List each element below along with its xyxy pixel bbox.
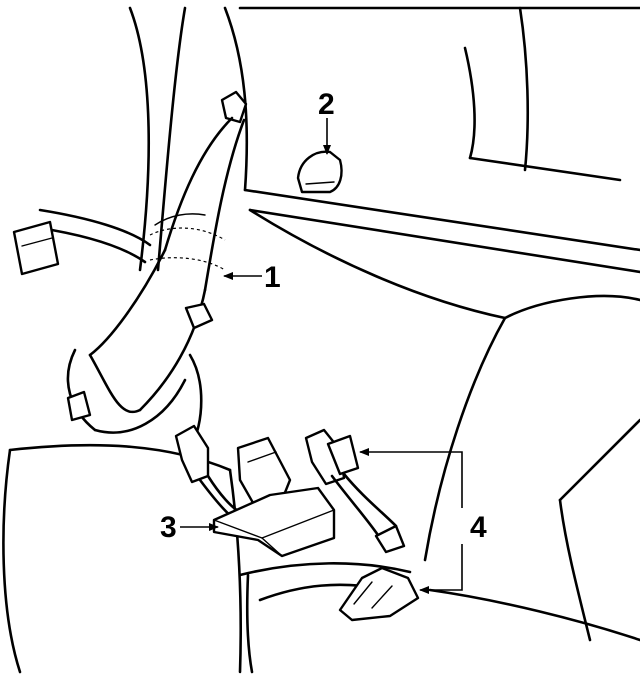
- callout-3: 3: [160, 511, 219, 544]
- outboard-buckle-assembly: [304, 428, 420, 622]
- callout-1: 1: [223, 261, 281, 294]
- callout-2: 2: [318, 88, 335, 155]
- shoulder-belt-assembly: [12, 90, 248, 434]
- callout-3-number: 3: [160, 511, 177, 544]
- vehicle-body-outline: [128, 6, 640, 274]
- rear-seat: [2, 208, 640, 674]
- callout-2-number: 2: [318, 88, 335, 121]
- callout-4: 4: [359, 448, 487, 594]
- center-buckle-assembly: [174, 424, 336, 558]
- belt-guide-cover: [296, 150, 343, 194]
- callout-1-number: 1: [264, 261, 281, 294]
- callout-4-number: 4: [470, 511, 487, 544]
